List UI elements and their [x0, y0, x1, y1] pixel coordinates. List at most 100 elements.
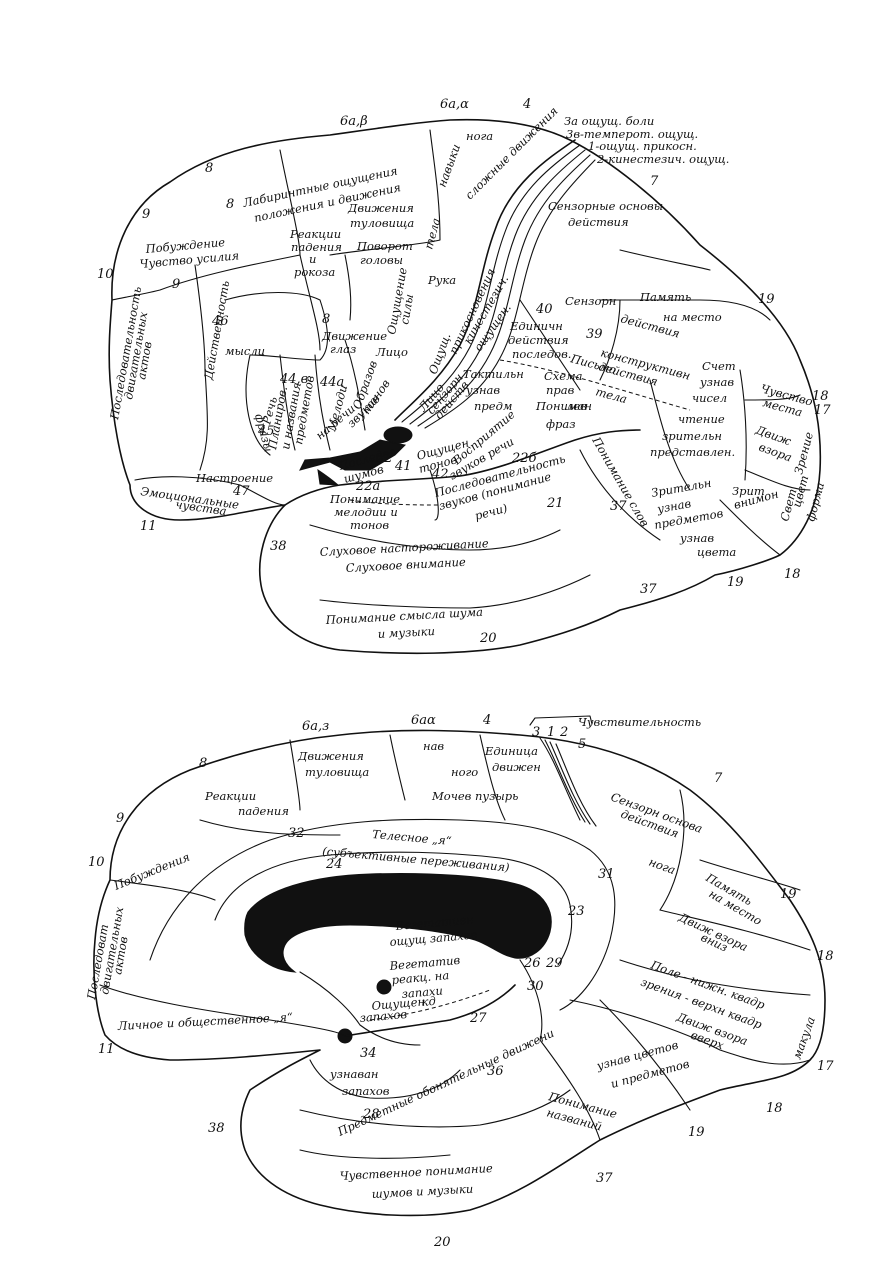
label-visual-4: узнав — [679, 531, 714, 545]
label-phrase-1: Пониман — [535, 399, 592, 413]
m-label-self-1: Телесное „я“ — [372, 827, 452, 848]
area-22a: 22а — [355, 479, 380, 494]
lateral-outline — [108, 118, 822, 655]
label-seq-sound-3: речи) — [473, 501, 509, 523]
m-area-5: 5 — [578, 737, 586, 752]
m-label-recog-2: запахов — [342, 1084, 390, 1098]
area-6ab: 6а,β — [340, 114, 368, 129]
label-memory-2: на место — [663, 310, 722, 324]
area-38: 38 — [270, 539, 287, 554]
m-label-recog-1: узнаван — [329, 1067, 379, 1081]
m-label-trunk-1: Движения — [297, 749, 364, 763]
label-trunk-1: Движения — [347, 201, 414, 215]
label-sensor: Сензорн — [565, 294, 616, 308]
lateral-function-labels: За ощущ. боли 3в-темперот. ощущ. 1-ощущ.… — [107, 104, 827, 641]
m-area-27: 27 — [469, 1011, 487, 1026]
m-area-37: 37 — [596, 1171, 613, 1186]
area-17: 17 — [814, 403, 831, 418]
label-temp: 3в-темперот. ощущ. — [566, 127, 698, 141]
area-18-b: 18 — [784, 567, 801, 582]
label-count-3: чисел — [692, 391, 727, 405]
m-area-8: 8 — [199, 756, 207, 771]
label-count-1: Счет — [702, 359, 736, 373]
label-face: Лицо — [375, 345, 408, 359]
area-47: 47 — [232, 484, 250, 499]
m-area-18-b: 18 — [766, 1101, 783, 1116]
label-sequence-3: актов — [134, 340, 154, 380]
m-area-20: 20 — [433, 1235, 451, 1250]
label-skills: навыки — [435, 142, 463, 189]
corpus-callosum — [244, 872, 552, 973]
m-label-leg2: нога — [647, 855, 677, 877]
label-leg: нога — [466, 129, 493, 143]
m-area-26: 26 — [523, 956, 541, 971]
area-44a: 44а — [319, 375, 344, 390]
area-4: 4 — [522, 97, 531, 112]
label-feel-1: Ощущ. — [426, 331, 454, 376]
m-label-leg: ного — [451, 765, 478, 779]
m-area-23: 23 — [567, 904, 585, 919]
m-area-17: 17 — [817, 1059, 834, 1074]
m-area-1: 1 — [547, 725, 555, 740]
label-reading-3: представлен. — [650, 445, 735, 459]
label-scheme-4: лев — [566, 399, 587, 413]
m-area-32: 32 — [288, 826, 305, 841]
medial-hemisphere-view — [93, 715, 826, 1217]
lateral-area-numbers: 6а,β 6а,α 4 8 8 8 9 9 10 46 7 40 39 19 1… — [97, 97, 831, 646]
sylvian-border — [284, 429, 641, 506]
label-trunk-2: туловища — [350, 216, 414, 230]
label-reading-2: зрительн — [662, 429, 722, 443]
area-8-a: 8 — [205, 161, 213, 176]
area-7: 7 — [650, 174, 659, 189]
area-21: 21 — [546, 496, 564, 511]
label-phrase-2: фраз — [546, 417, 576, 431]
area-37-b: 37 — [640, 582, 657, 597]
label-meaning-1: Понимание смысла шума — [324, 605, 483, 627]
label-vis-attn-1: Зрит — [732, 484, 765, 498]
m-label-drive: Побуждения — [111, 850, 192, 893]
m-area-3: 3 — [532, 725, 540, 740]
area-46: 46 — [211, 314, 229, 329]
label-reactions-1: Реакции — [289, 227, 341, 241]
m-area-19-a: 19 — [780, 887, 797, 902]
area-11: 11 — [140, 519, 157, 534]
label-visual-2: узнав — [655, 496, 692, 516]
label-unit-2: действия — [508, 333, 569, 347]
label-unit-3: последов. — [512, 347, 571, 361]
label-thought-1: Действенность — [201, 280, 232, 382]
area-8-b: 8 — [226, 197, 234, 212]
label-melody-und-1: Понимание — [329, 492, 400, 506]
medial-area-numbers: 6а,з 6аα 4 3 1 2 5 7 8 9 10 11 32 24 31 … — [88, 713, 834, 1250]
m-label-veg-react-1: Вегетатив — [388, 953, 461, 973]
label-scheme-1: Схема — [544, 369, 583, 383]
m-area-2: 2 — [559, 725, 568, 740]
area-9-b: 9 — [172, 277, 180, 292]
label-complex-movements: сложные движения — [462, 104, 560, 202]
medial-outline — [93, 729, 826, 1217]
m-area-30: 30 — [527, 979, 544, 994]
area-41: 41 — [394, 459, 412, 474]
m-area-19-b: 19 — [688, 1125, 705, 1140]
label-reactions-2: падения — [291, 240, 342, 254]
label-tactile-3: предм — [474, 399, 512, 413]
m-label-smell-2: запахов — [359, 1007, 408, 1025]
label-scheme-2: прав — [546, 383, 575, 397]
label-meaning-2: и музыки — [377, 624, 435, 641]
label-melody-und-3: тонов — [350, 518, 389, 532]
area-40: 40 — [535, 302, 553, 317]
m-area-6aa: 6аα — [411, 713, 436, 728]
m-area-38: 38 — [208, 1121, 225, 1136]
m-label-veg-1: Вегетативн — [394, 912, 474, 933]
m-label-trunk-2: туловища — [305, 765, 369, 779]
m-area-11: 11 — [98, 1042, 115, 1057]
m-area-24: 24 — [325, 857, 343, 872]
label-visual-1: Зрительн — [650, 476, 712, 500]
label-tactile-2: узнав — [465, 383, 500, 397]
area-18: 18 — [812, 389, 829, 404]
lateral-hemisphere-view — [108, 118, 822, 655]
insula-black — [299, 439, 407, 471]
label-reading-1: чтение — [678, 412, 725, 426]
label-eye-2: глаз — [330, 342, 356, 356]
